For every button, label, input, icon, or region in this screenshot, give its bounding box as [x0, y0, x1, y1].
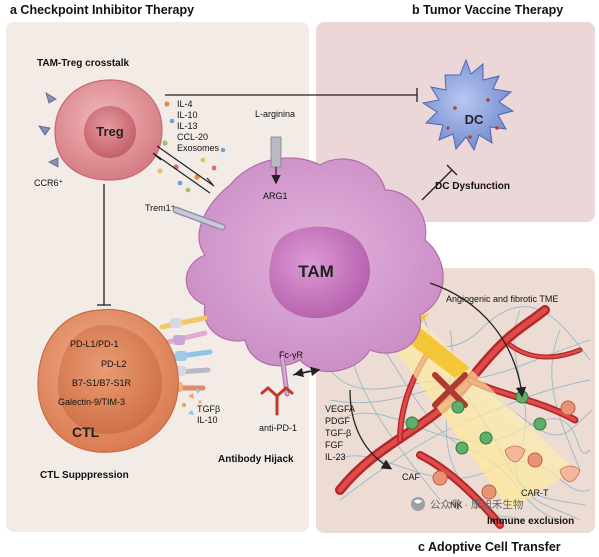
tam-label: TAM — [298, 262, 334, 281]
arg1-transporter — [270, 136, 282, 185]
nk-cells — [405, 390, 547, 455]
checkpoint-label-1: PD-L2 — [101, 359, 127, 369]
treg-secretion-2: IL-13 — [177, 121, 198, 131]
watermark-text: 公众号 · 康旭禾生物 — [430, 498, 523, 511]
hijack-double-arrow — [292, 366, 321, 378]
checkpoint-label-3: Galectin-9/TIM-3 — [58, 397, 125, 407]
treg-secretion-1: IL-10 — [177, 110, 198, 120]
ctl-factor-1: IL-10 — [197, 415, 218, 425]
ctl-suppression-title: CTL Supppression — [40, 470, 129, 481]
anti-pd1-antibody-icon — [260, 386, 294, 416]
exclusion-cross-icon — [432, 372, 468, 408]
dc-label: DC — [465, 112, 484, 127]
tme-factor-1: PDGF — [325, 416, 351, 426]
watermark: 公众号 · 康旭禾生物 — [411, 497, 523, 511]
ctl-factor-0: TGFβ — [197, 404, 220, 414]
cytokine-particles — [157, 101, 226, 193]
caf-cells — [504, 445, 581, 483]
tme-factor-4: IL-23 — [325, 452, 346, 462]
trem1-label: Trem1⁺ — [145, 203, 176, 213]
infiltration-beam — [385, 320, 575, 510]
fc-gamma-r-label: Fc-γR — [279, 350, 303, 360]
checkpoint-label-0: PD-L1/PD-1 — [70, 339, 119, 349]
treg-secretion-3: CCL-20 — [177, 132, 208, 142]
tme-factor-3: FGF — [325, 440, 343, 450]
panel-a-title: a Checkpoint Inhibitor Therapy — [10, 3, 194, 17]
treg-ctl-inhibition — [97, 184, 111, 306]
ccr6-label: CCR6⁺ — [34, 178, 64, 188]
trem1-receptor — [172, 206, 226, 231]
ctl-label: CTL — [72, 424, 100, 440]
treg-dc-inhibition — [165, 88, 418, 102]
l-arginina-label: L-arginina — [255, 109, 295, 119]
ctl-factor-particles — [182, 388, 202, 415]
treg-cell: Treg — [38, 79, 163, 181]
antibody-hijack-title: Antibody Hijack — [218, 454, 294, 465]
tam-tme-arrows — [349, 282, 527, 470]
car-t-label: CAR-T — [521, 488, 549, 498]
angiogenic-tme-label: Angiogenic and fibrotic TME — [446, 294, 558, 304]
tme-factor-0: VEGFA — [325, 404, 355, 414]
tam-dc-inhibition — [421, 164, 458, 201]
car-t-cells — [432, 400, 576, 500]
ctl-cell: CTL — [37, 308, 179, 453]
tme-factor-2: TGF-β — [325, 428, 351, 438]
treg-secretion-4: Exosomes — [177, 143, 220, 153]
crosstalk-lines — [152, 145, 215, 194]
treg-secretion-0: IL-4 — [177, 99, 193, 109]
checkpoint-label-2: B7-S1/B7-S1R — [72, 378, 132, 388]
nk-label: NK — [450, 500, 463, 510]
panel-c-title: c Adoptive Cell Transfer — [418, 540, 561, 554]
caf-label: CAF — [402, 472, 421, 482]
tam-cell: TAM — [185, 157, 444, 373]
treg-label: Treg — [96, 124, 124, 139]
ccr6-receptors — [38, 92, 59, 168]
dc-cell: DC — [421, 58, 515, 152]
immune-exclusion-label: Immune exclusion — [487, 516, 574, 527]
panel-b-title: b Tumor Vaccine Therapy — [412, 3, 563, 17]
anti-pd1-label: anti-PD-1 — [259, 423, 297, 433]
dc-dysfunction-label: DC Dysfunction — [435, 181, 510, 192]
tam-treg-crosstalk-title: TAM-Treg crosstalk — [37, 58, 129, 69]
arg1-label: ARG1 — [263, 191, 288, 201]
